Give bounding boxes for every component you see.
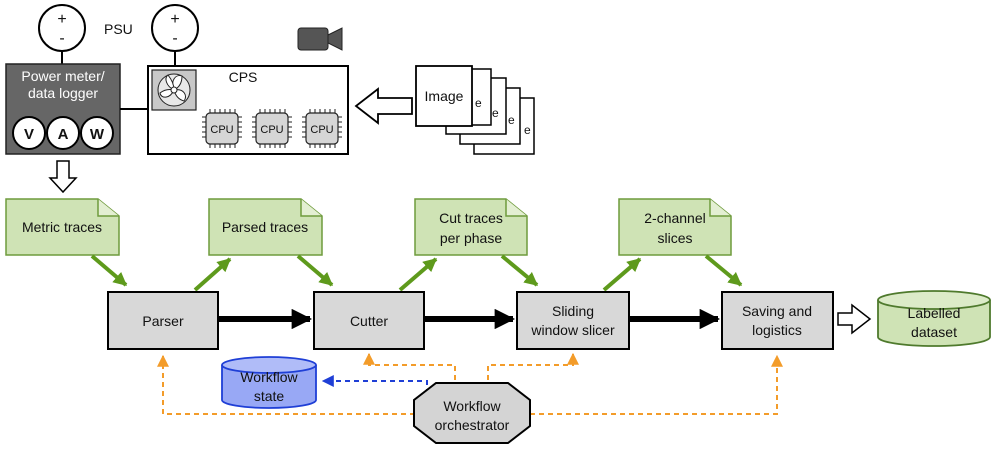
svg-text:slices: slices — [657, 230, 692, 246]
labelled-dataset-db: Labelled dataset — [877, 290, 991, 347]
svg-text:Metric traces: Metric traces — [22, 219, 102, 235]
process-sliding-window-slicer: Sliding window slicer — [516, 291, 630, 350]
cps-box: CPS CPU CPU CPU — [147, 65, 349, 155]
power-meter-title: Power meter/ — [21, 68, 104, 84]
svg-text:Labelled: Labelled — [908, 305, 961, 321]
svg-text:orchestrator: orchestrator — [435, 417, 510, 433]
camera-icon — [297, 27, 343, 51]
workflow-state-db: Workflow state — [221, 356, 317, 409]
svg-text:+: + — [57, 11, 66, 28]
svg-text:state: state — [254, 388, 285, 404]
amp-meter-label: A — [58, 126, 69, 143]
process-cutter: Cutter — [313, 291, 425, 350]
cpu-icon: CPU — [302, 109, 342, 148]
svg-text:CPU: CPU — [210, 124, 233, 136]
svg-text:Workflow: Workflow — [443, 398, 501, 414]
svg-text:window slicer: window slicer — [530, 322, 615, 338]
psu-meter-circle: + - — [38, 4, 86, 52]
cpu-icon: CPU — [252, 109, 292, 148]
svg-text:Cutter: Cutter — [350, 313, 388, 329]
svg-text:Sliding: Sliding — [552, 303, 594, 319]
svg-text:Parser: Parser — [142, 313, 184, 329]
fan-icon — [151, 69, 197, 111]
svg-text:CPU: CPU — [260, 124, 283, 136]
svg-text:Cut traces: Cut traces — [439, 210, 503, 226]
watt-meter-label: W — [90, 126, 105, 143]
svg-text:CPU: CPU — [310, 124, 333, 136]
svg-text:2-channel: 2-channel — [644, 210, 706, 226]
psu-label: PSU — [104, 21, 133, 37]
process-saving-logistics: Saving and logistics — [721, 291, 834, 350]
volt-meter-label: V — [24, 126, 34, 143]
power-meter-subtitle: data logger — [28, 85, 98, 101]
cps-label: CPS — [229, 69, 258, 85]
saving-to-dataset-arrow — [837, 303, 872, 335]
svg-text:e: e — [492, 106, 499, 120]
svg-text:-: - — [59, 30, 64, 47]
meter-down-arrow — [48, 160, 78, 194]
svg-text:Parsed traces: Parsed traces — [222, 219, 308, 235]
svg-text:e: e — [508, 113, 515, 127]
svg-text:per phase: per phase — [440, 230, 502, 246]
doc-cut-traces: Cut traces per phase — [414, 198, 528, 256]
workflow-orchestrator: Workflow orchestrator — [413, 382, 531, 444]
svg-text:logistics: logistics — [752, 322, 802, 338]
power-meter-box: Power meter/ data logger V A W — [5, 63, 121, 155]
svg-text:e: e — [475, 96, 482, 110]
orchestrator-control-lines — [157, 352, 783, 415]
psu-cps-circle: + - — [151, 4, 199, 52]
image-to-cps-arrow — [354, 87, 413, 125]
svg-text:Saving and: Saving and — [742, 303, 812, 319]
orchestrator-state-line — [321, 375, 428, 394]
svg-text:dataset: dataset — [911, 324, 957, 340]
doc-parsed-traces: Parsed traces — [208, 198, 323, 256]
image-stack: Image e e e e — [415, 65, 535, 155]
image-label: Image — [425, 88, 464, 104]
green-flow-arrows — [90, 254, 743, 292]
doc-metric-traces: Metric traces — [5, 198, 120, 256]
svg-text:+: + — [170, 11, 179, 28]
svg-text:-: - — [172, 30, 177, 47]
svg-text:e: e — [524, 123, 531, 137]
process-parser: Parser — [107, 291, 219, 350]
svg-text:Workflow: Workflow — [240, 369, 298, 385]
cpu-icon: CPU — [202, 109, 242, 148]
doc-2-channel-slices: 2-channel slices — [618, 198, 732, 256]
